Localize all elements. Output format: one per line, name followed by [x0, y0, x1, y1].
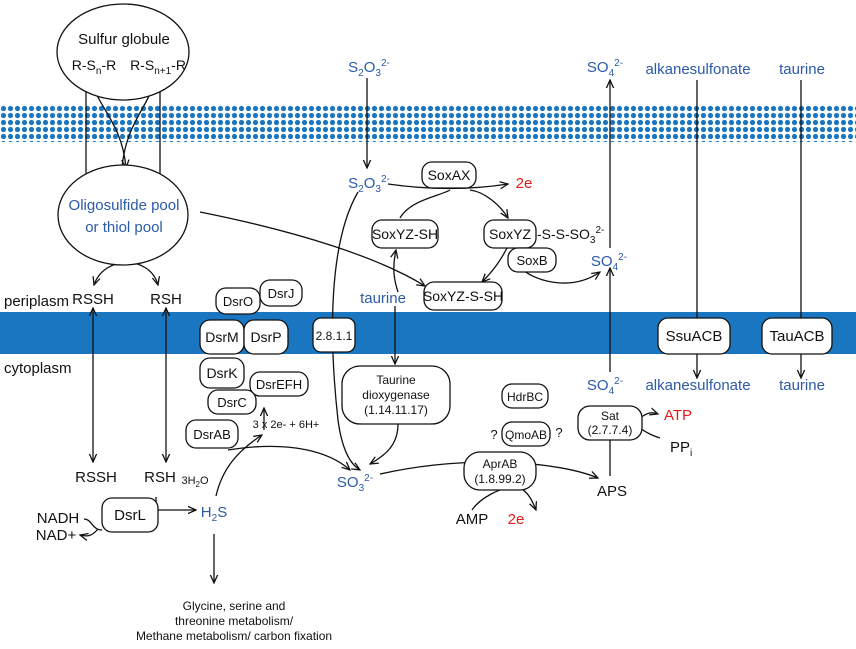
nadh-label: NADH [37, 510, 80, 527]
nad-label: NAD+ [36, 527, 77, 544]
h2s-label: H2S [201, 504, 227, 524]
rsh-bottom: RSH [144, 469, 176, 486]
alkanesulfonate-outside: alkanesulfonate [645, 61, 750, 78]
oligosulfide-pool-line2: or thiol pool [85, 219, 163, 236]
thiosulfate-periplasm: S2O32- [348, 174, 390, 195]
soxyz-sh-box [371, 219, 439, 249]
taurine-outside: taurine [779, 61, 825, 78]
dsrefh-box [249, 371, 309, 397]
dsrefh-label: DsrEFH [256, 377, 302, 392]
dsrl-label: DsrL [114, 507, 146, 524]
periplasm-label: periplasm [4, 293, 69, 310]
taurine-dioxygenase-line1: Taurine [376, 373, 416, 387]
sat-label: Sat [601, 409, 620, 423]
alkanesulfonate-inside: alkanesulfonate [645, 377, 750, 394]
dsrp-label: DsrP [250, 329, 281, 345]
soxax-label: SoxAX [428, 167, 471, 183]
soxyz-sh-label: SoxYZ-SH [372, 226, 438, 242]
soxax-box [421, 161, 477, 189]
dsrk-box [199, 357, 245, 389]
ec-2811-label: 2.8.1.1 [316, 329, 353, 343]
taurine-inside: taurine [779, 377, 825, 394]
sulfate-cytoplasm: SO42- [587, 376, 623, 397]
rssh-top: RSSH [72, 291, 114, 308]
soxb-label: SoxB [516, 253, 547, 268]
taurine-dioxygenase-line3: (1.14.11.17) [364, 403, 428, 417]
question-right: ? [555, 425, 562, 440]
soxyz-box [483, 219, 537, 249]
rssh-bottom: RSSH [75, 469, 117, 486]
dsro-label: DsrO [223, 294, 253, 309]
water-label: 3H2O [181, 475, 209, 489]
tauacb-box [761, 317, 833, 355]
dsrm-label: DsrM [205, 329, 238, 345]
ec-2811-box [312, 317, 356, 353]
soxyz-s-sh-box [423, 281, 503, 311]
two-e-sox: 2e [516, 175, 533, 192]
dsrj-label: DsrJ [268, 286, 295, 301]
qmoab-box [501, 421, 551, 447]
taurine-dioxygenase-line2: dioxygenase [362, 388, 430, 402]
soxyz-sss-tail: -S-S-SO32- [537, 225, 604, 246]
taurine-periplasm: taurine [360, 290, 406, 307]
soxyz-s-sh-label: SoxYZ-S-SH [423, 288, 503, 304]
dsrc-box [207, 389, 257, 415]
two-e-apr: 2e [508, 511, 525, 528]
sulfate-outside: SO42- [587, 58, 623, 79]
sulfur-globule [56, 3, 190, 101]
sat-box [577, 405, 643, 441]
qmoab-label: QmoAB [505, 428, 547, 442]
ssuacb-label: SsuACB [666, 328, 723, 345]
sulfite-label: SO32- [337, 473, 373, 494]
hdrbc-box [501, 383, 549, 409]
hdrbc-label: HdrBC [507, 390, 543, 404]
aprab-ec: (1.8.99.2) [474, 472, 525, 486]
dsrp-box [243, 319, 289, 355]
soxb-box [507, 247, 557, 273]
sulfur-globule-title: Sulfur globule [78, 31, 170, 48]
dsro-box [215, 287, 261, 315]
aprab-box [463, 451, 537, 491]
ppi-label: PPi [670, 439, 692, 459]
electrons-label: 3 x 2e- + 6H+ [253, 419, 320, 431]
dsrab-label: DsrAB [193, 427, 231, 442]
polysulfide-right: R-Sn+1-R [130, 57, 186, 77]
thiosulfate-outside: S2O32- [348, 58, 390, 79]
metabolism-line2: threonine metabolism/ [175, 614, 294, 628]
dsrk-label: DsrK [206, 365, 238, 381]
question-left: ? [490, 427, 497, 442]
cytoplasm-label: cytoplasm [4, 360, 72, 377]
metabolism-line1: Glycine, serine and [183, 599, 286, 613]
dsrj-box [259, 279, 303, 307]
metabolism-line3: Methane metabolism/ carbon fixation [136, 629, 332, 643]
aps-label: APS [597, 483, 627, 500]
sulfate-periplasm: SO42- [591, 252, 627, 273]
aprab-label: AprAB [483, 457, 518, 471]
taurine-dioxygenase-box [341, 365, 451, 425]
shapes [56, 3, 833, 533]
oligosulfide-pool [57, 164, 189, 266]
dsrl-box [101, 497, 159, 533]
atp-label: ATP [664, 407, 692, 424]
amp-label: AMP [456, 511, 489, 528]
dsrc-label: DsrC [217, 395, 247, 410]
soxyz-label: SoxYZ [489, 226, 531, 242]
tauacb-label: TauACB [769, 328, 824, 345]
sat-ec: (2.7.7.4) [588, 423, 633, 437]
oligosulfide-pool-line1: Oligosulfide pool [69, 197, 180, 214]
outer-membrane [0, 104, 856, 142]
rsh-top: RSH [150, 291, 182, 308]
polysulfide-left: R-Sn-R [72, 57, 116, 77]
ssuacb-box [657, 317, 731, 355]
dsrab-box [185, 419, 239, 449]
